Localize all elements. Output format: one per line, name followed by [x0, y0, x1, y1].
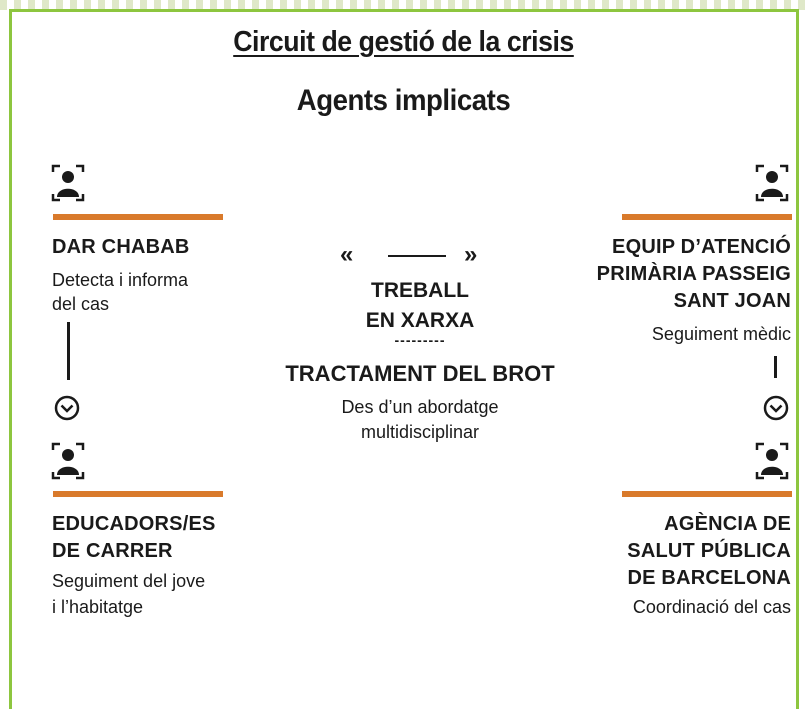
- approach-line: Des d’un abordatge: [341, 397, 499, 417]
- agent-desc-line: del cas: [52, 294, 110, 314]
- approach-text: Des d’un abordatge multidisciplinar: [290, 395, 550, 445]
- agent-desc: Coordinació del cas: [632, 597, 791, 617]
- network-arrows: « »: [338, 243, 508, 267]
- agent-name-line: DE CARRER: [52, 540, 173, 562]
- orange-divider: [622, 491, 792, 497]
- agent-name-line: PRIMÀRIA PASSEIG: [596, 263, 791, 285]
- diagram-frame: [9, 9, 799, 709]
- arrow-connector-line: [388, 255, 446, 257]
- agent-name-line: SANT JOAN: [673, 290, 791, 312]
- orange-divider: [622, 214, 792, 220]
- person-icon: [51, 164, 85, 202]
- arrow-down-circle-icon: [53, 394, 81, 422]
- agent-name-line: AGÈNCIA DE: [664, 513, 791, 535]
- diagram-subtitle: Agents implicats: [296, 84, 511, 117]
- network-work-label: TREBALL EN XARXA: [320, 276, 520, 336]
- connector-line: [774, 356, 777, 378]
- top-border-pattern: [0, 0, 807, 10]
- network-work-line: EN XARXA: [365, 309, 475, 332]
- network-work-line: TREBALL: [371, 279, 469, 302]
- approach-line: multidisciplinar: [360, 422, 480, 442]
- double-chevron-right-icon: »: [464, 241, 478, 268]
- agent-desc: Seguiment mèdic: [651, 324, 791, 344]
- agent-name-line: EDUCADORS/ES: [52, 513, 216, 535]
- agent-name-line: EQUIP D’ATENCIÓ: [612, 236, 791, 258]
- dashed-separator: ---------: [394, 332, 446, 348]
- person-icon: [755, 442, 789, 480]
- agent-desc-line: Seguiment del jove: [52, 571, 206, 591]
- person-icon: [755, 164, 789, 202]
- person-icon: [51, 442, 85, 480]
- double-chevron-left-icon: «: [340, 241, 354, 268]
- orange-divider: [53, 214, 223, 220]
- arrow-down-circle-icon: [762, 394, 790, 422]
- orange-divider: [53, 491, 223, 497]
- agent-desc-line: Detecta i informa: [52, 270, 189, 290]
- diagram-title: Circuit de gestió de la crisis: [233, 26, 574, 58]
- agent-name-dar-chabab: DAR CHABAB: [52, 236, 190, 258]
- connector-line: [67, 322, 70, 380]
- agent-desc-line: i l’habitatge: [52, 597, 144, 617]
- treatment-heading: TRACTAMENT DEL BROT: [285, 361, 555, 386]
- agent-name-line: DE BARCELONA: [627, 567, 791, 589]
- agent-name-line: SALUT PÚBLICA: [627, 540, 791, 562]
